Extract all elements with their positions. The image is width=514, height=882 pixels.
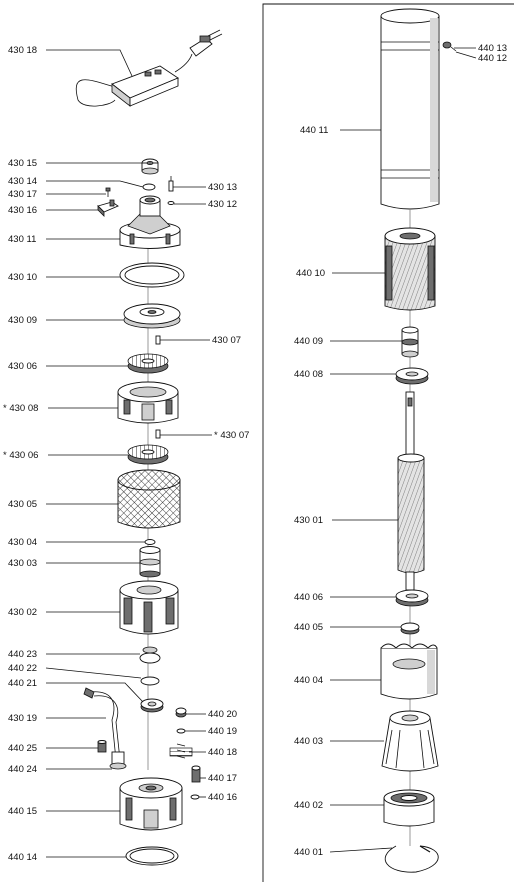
key-part [155, 335, 161, 345]
label-430-06: 430 06 [8, 361, 37, 372]
bottom-cap-part [383, 789, 435, 827]
gasket-ring-part [119, 262, 185, 288]
small-pin-part [168, 176, 174, 192]
label-440-22: 440 22 [8, 663, 37, 674]
label-430-01: 430 01 [294, 515, 323, 526]
label-430-11: 430 11 [8, 234, 36, 245]
conical-cover-part [381, 710, 439, 772]
label-430-14: 430 14 [8, 176, 37, 187]
label-440-18: 440 18 [208, 747, 237, 758]
washer-part [176, 728, 186, 734]
label-430-02: 430 02 [8, 607, 37, 618]
valve-ring-part [190, 794, 200, 800]
label-440-21: 440 21 [8, 678, 37, 689]
label-440-25: 440 25 [8, 743, 37, 754]
label-430-03: 430 03 [8, 558, 37, 569]
upper-bearing-part [395, 367, 429, 385]
seal-ring-part [140, 676, 160, 686]
nut-part [175, 707, 187, 718]
left-leader-lines [45, 49, 145, 858]
label-430-04: 430 04 [8, 537, 37, 548]
small-washer-part [167, 201, 175, 205]
stage-housing-part [117, 381, 179, 424]
label-430-19: 430 19 [8, 713, 37, 724]
control-box-part [76, 29, 223, 107]
label-440-13: 440 13 [478, 43, 507, 54]
label-430-12: 430 12 [208, 199, 237, 210]
label-430-13: 430 13 [208, 182, 237, 193]
upper-housing-part [119, 195, 181, 249]
label-440-24: 440 24 [8, 764, 37, 775]
valve-part [191, 765, 201, 783]
label-440-04: 440 04 [294, 675, 323, 686]
label-430-06-optional: * 430 06 [3, 450, 38, 461]
spring-part [169, 743, 193, 759]
section-border-line [262, 3, 514, 882]
label-430-07: 430 07 [212, 335, 241, 346]
bearing-sleeve-part [401, 326, 419, 358]
label-440-06: 440 06 [294, 592, 323, 603]
label-430-05: 430 05 [8, 499, 37, 510]
label-440-11: 440 11 [300, 125, 328, 136]
cone-seal-part [139, 646, 161, 664]
right-part-labels: 440 13 440 12 440 11 440 10 440 09 440 0… [294, 43, 507, 858]
cap-part [141, 158, 159, 175]
label-440-02: 440 02 [294, 800, 323, 811]
label-430-09: 430 09 [8, 315, 37, 326]
label-440-05: 440 05 [294, 622, 323, 633]
label-440-12: 440 12 [478, 53, 507, 64]
motor-tube-part [380, 8, 440, 210]
cable-pipe-part [83, 687, 127, 770]
label-440-09: 440 09 [294, 336, 323, 347]
circlip-part [384, 845, 439, 873]
label-430-16: 430 16 [8, 205, 37, 216]
clip-part [97, 199, 119, 217]
base-o-ring-part [125, 846, 179, 866]
lower-bearing-part [395, 589, 429, 607]
right-leader-lines [329, 47, 477, 853]
tube-screw-part [442, 41, 457, 52]
label-440-23: 440 23 [8, 649, 37, 660]
diffuser-plate-part [123, 303, 181, 329]
plug-part [97, 740, 107, 753]
label-430-07-optional: * 430 07 [214, 430, 249, 441]
label-440-14: 440 14 [8, 852, 37, 863]
label-440-03: 440 03 [294, 736, 323, 747]
screw-part [105, 187, 111, 197]
intake-base-part [119, 580, 179, 635]
rotor-shaft-part [397, 391, 425, 591]
mid-part-labels: 430 13 430 12 430 07 * 430 07 440 20 440… [208, 182, 249, 803]
label-430-08-optional: * 430 08 [3, 403, 38, 414]
stator-part [384, 227, 436, 311]
label-430-10: 430 10 [8, 272, 37, 283]
bushing-part [139, 546, 161, 578]
label-440-10: 440 10 [296, 268, 325, 279]
small-ring-part [144, 539, 156, 545]
label-430-17: 430 17 [8, 189, 37, 200]
label-430-15: 430 15 [8, 158, 37, 169]
o-ring-part [142, 183, 156, 191]
lower-housing-part [380, 643, 438, 700]
label-440-16: 440 16 [208, 792, 237, 803]
label-440-20: 440 20 [208, 709, 237, 720]
label-440-01: 440 01 [294, 847, 323, 858]
label-440-17: 440 17 [208, 773, 237, 784]
bearing-ring-part [400, 622, 420, 635]
motor-base-part [119, 777, 183, 831]
label-440-15: 440 15 [8, 806, 37, 817]
label-440-08: 440 08 [294, 369, 323, 380]
filter-screen-part [117, 469, 181, 529]
impeller-part-optional [127, 444, 169, 465]
shaft-seal-part [140, 698, 164, 713]
label-430-18: 430 18 [8, 45, 37, 56]
impeller-part [127, 353, 169, 374]
label-440-19: 440 19 [208, 726, 237, 737]
key-part-optional [155, 429, 161, 439]
left-part-labels: 430 18 430 15 430 14 430 17 430 16 430 1… [3, 45, 38, 863]
mid-leader-lines [160, 186, 212, 798]
